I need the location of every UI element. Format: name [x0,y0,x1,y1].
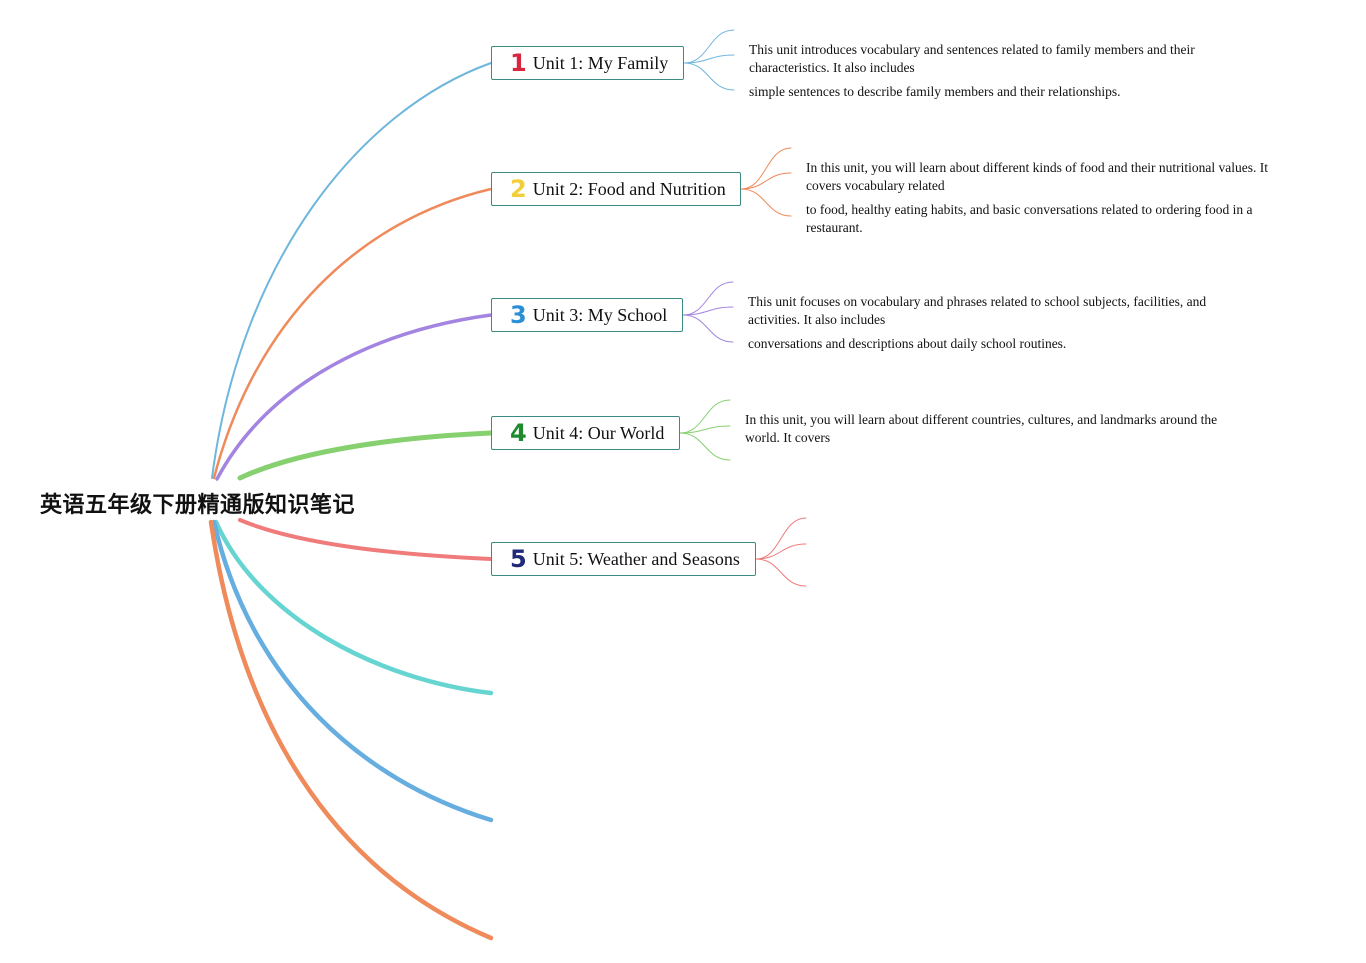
fan-unit-5-2 [755,543,807,560]
topic-unit-1[interactable]: 1 Unit 1: My Family [491,46,684,80]
fan-unit-2-2 [740,172,792,190]
empty-branch-3 [208,519,494,941]
fan-unit-3-1 [682,281,734,316]
number-4-icon: 4 [510,419,527,447]
fan-unit-4-1 [679,399,731,434]
fan-unit-2-1 [740,147,792,190]
fan-unit-4-3 [679,432,731,461]
fan-unit-4-2 [679,425,731,434]
topic-unit-3[interactable]: 3 Unit 3: My School [491,298,683,332]
empty-branch-2 [211,519,494,823]
unit-3-note-1[interactable]: This unit focuses on vocabulary and phra… [748,294,1207,327]
fan-unit-3-3 [682,314,734,343]
topic-unit-5[interactable]: 5 Unit 5: Weather and Seasons [491,542,756,576]
fan-unit-1-2 [683,54,735,64]
branch-unit-2 [212,187,493,480]
unit-4-note-1[interactable]: In this unit, you will learn about diffe… [745,412,1218,445]
unit-2-note-2[interactable]: to food, healthy eating habits, and basi… [806,202,1253,235]
fan-unit-1-3 [683,62,735,91]
branch-unit-4 [237,430,494,481]
number-2-icon: 2 [510,175,527,203]
topic-label: Unit 5: Weather and Seasons [532,548,740,569]
unit-1-note-1[interactable]: This unit introduces vocabulary and sent… [749,42,1195,75]
unit-3-note-2[interactable]: conversations and descriptions about dai… [748,336,1067,351]
branch-unit-1 [211,62,492,479]
fan-unit-5-1 [755,517,807,560]
topic-label: Unit 1: My Family [532,52,669,73]
fan-unit-2-3 [740,188,792,217]
fan-unit-3-2 [682,306,734,316]
number-1-icon: 1 [510,49,527,77]
topic-unit-2[interactable]: 2 Unit 2: Food and Nutrition [491,172,741,206]
number-3-icon: 3 [510,301,527,329]
empty-branch-1 [213,519,494,696]
unit-2-note-1[interactable]: In this unit, you will learn about diffe… [806,160,1269,193]
branch-unit-5 [238,518,493,561]
unit-1-note-2[interactable]: simple sentences to describe family memb… [749,84,1121,99]
branch-unit-3 [215,313,493,481]
number-5-icon: 5 [510,545,527,573]
topic-label: Unit 2: Food and Nutrition [532,178,726,199]
topic-label: Unit 3: My School [532,304,668,325]
root-title[interactable]: 英语五年级下册精通版知识笔记 [40,493,356,518]
topic-label: Unit 4: Our World [532,422,665,443]
fan-unit-5-3 [755,558,807,587]
topic-unit-4[interactable]: 4 Unit 4: Our World [491,416,680,450]
fan-unit-1-1 [683,29,735,64]
